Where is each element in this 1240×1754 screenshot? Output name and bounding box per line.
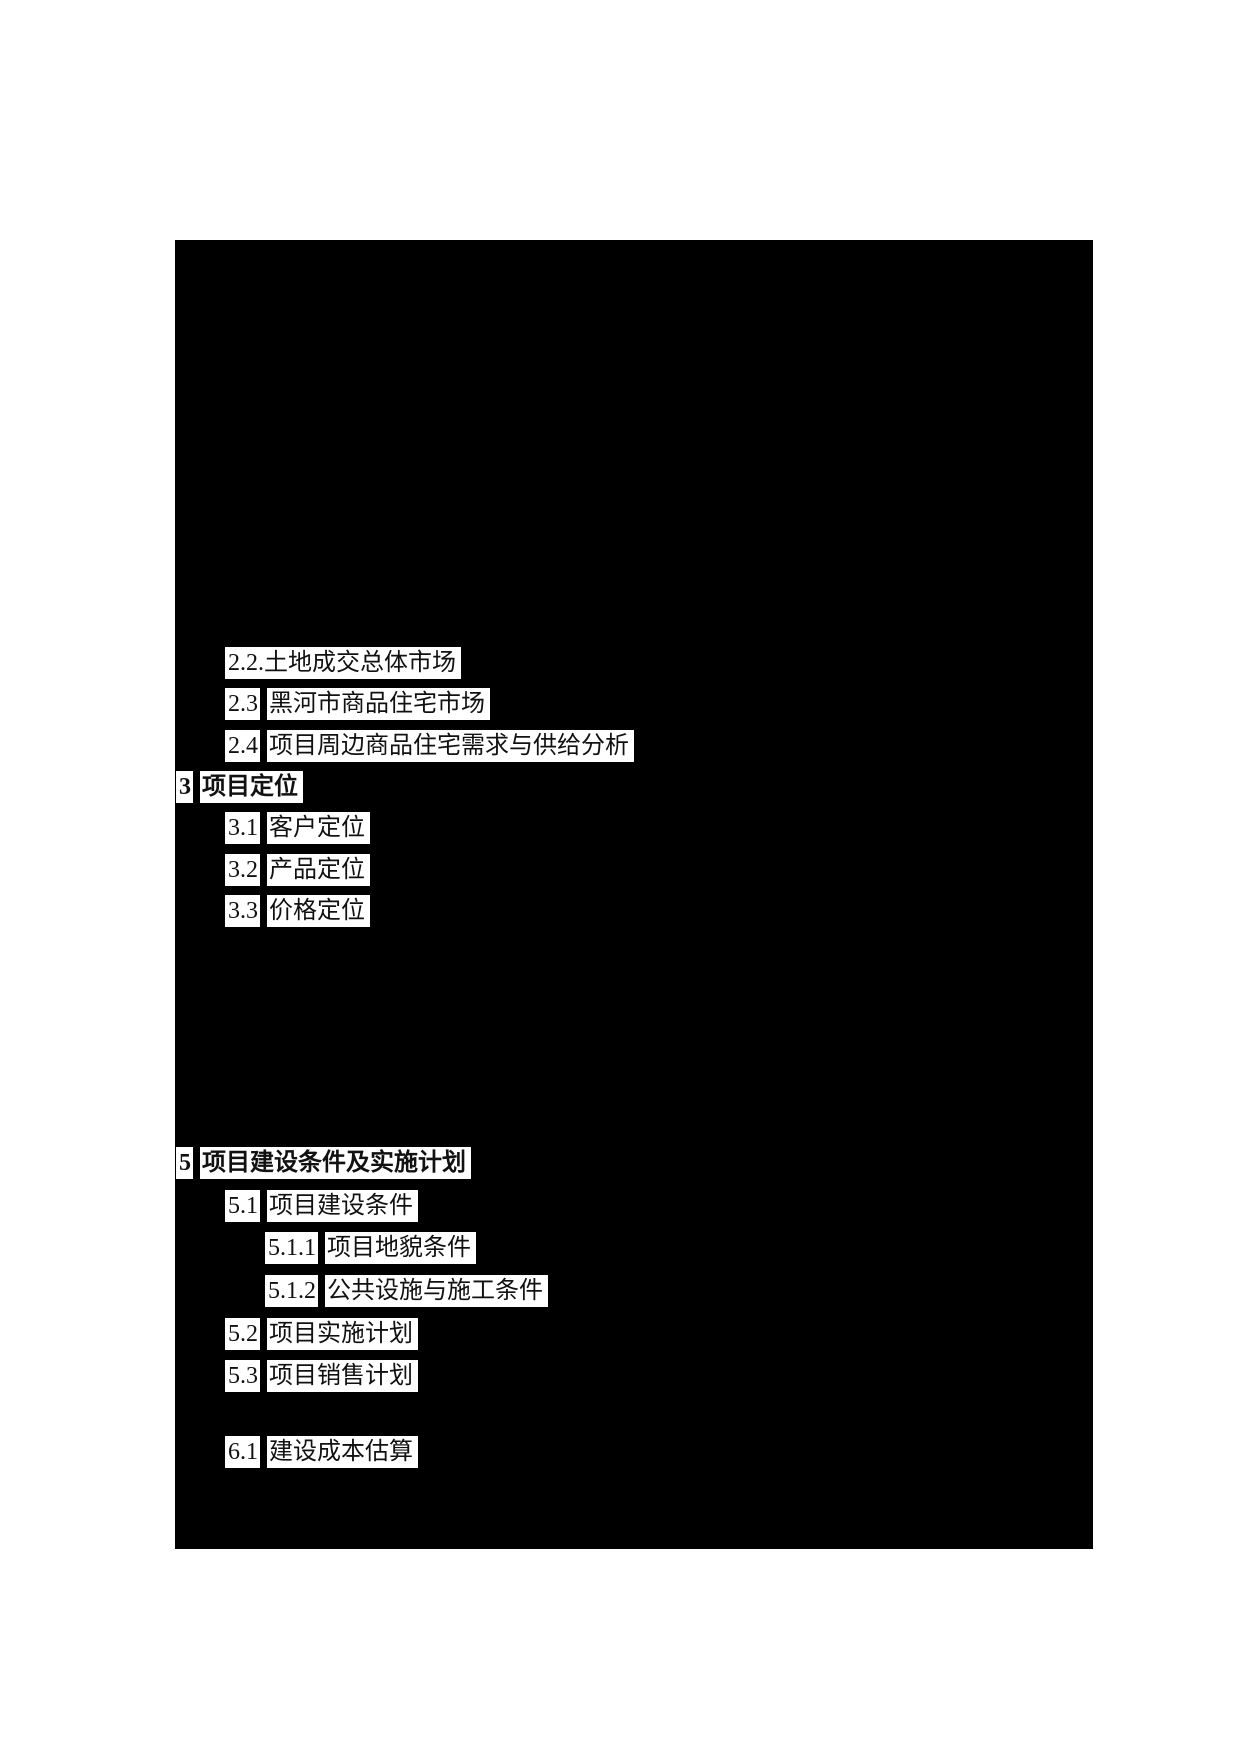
toc-entry-number: 5.1 bbox=[225, 1190, 260, 1222]
toc-entry-label: 项目定位 bbox=[200, 771, 303, 803]
toc-entry-label: 项目实施计划 bbox=[267, 1318, 418, 1350]
toc-entry-number: 5.3 bbox=[225, 1360, 260, 1392]
toc-entry-label: 产品定位 bbox=[267, 854, 370, 886]
toc-entry-number: 5.2 bbox=[225, 1318, 260, 1350]
toc-entry-label: 项目地貌条件 bbox=[325, 1232, 476, 1264]
toc-entry-label: 客户定位 bbox=[267, 812, 370, 844]
toc-entry-number: 3.3 bbox=[225, 895, 260, 927]
toc-entry-number: 6.1 bbox=[225, 1436, 260, 1468]
toc-entry-label: 项目销售计划 bbox=[267, 1360, 418, 1392]
toc-entry-label: 项目周边商品住宅需求与供给分析 bbox=[267, 730, 634, 762]
toc-entry-number: 3 bbox=[176, 771, 193, 803]
toc-entry-label: 公共设施与施工条件 bbox=[325, 1275, 548, 1307]
toc-entry-number: 5.1.1 bbox=[265, 1232, 318, 1264]
toc-entry-number: 5 bbox=[176, 1147, 193, 1179]
toc-entry-number: 3.1 bbox=[225, 812, 260, 844]
toc-entry-number: 5.1.2 bbox=[265, 1275, 318, 1307]
toc-entry-number: 2.4 bbox=[225, 730, 260, 762]
toc-entry-label: 项目建设条件 bbox=[267, 1190, 418, 1222]
toc-entry: 2.2.土地成交总体市场 bbox=[225, 647, 461, 679]
toc-entry-number: 2.2. bbox=[225, 647, 264, 679]
toc-entry-label: 项目建设条件及实施计划 bbox=[200, 1147, 471, 1179]
toc-entry-label: 黑河市商品住宅市场 bbox=[267, 688, 490, 720]
toc-entry-number: 2.3 bbox=[225, 688, 260, 720]
toc-entry-label: 价格定位 bbox=[267, 895, 370, 927]
toc-entry-label: 土地成交总体市场 bbox=[264, 647, 461, 679]
toc-entry-label: 建设成本估算 bbox=[267, 1436, 418, 1468]
toc-entry-number: 3.2 bbox=[225, 854, 260, 886]
